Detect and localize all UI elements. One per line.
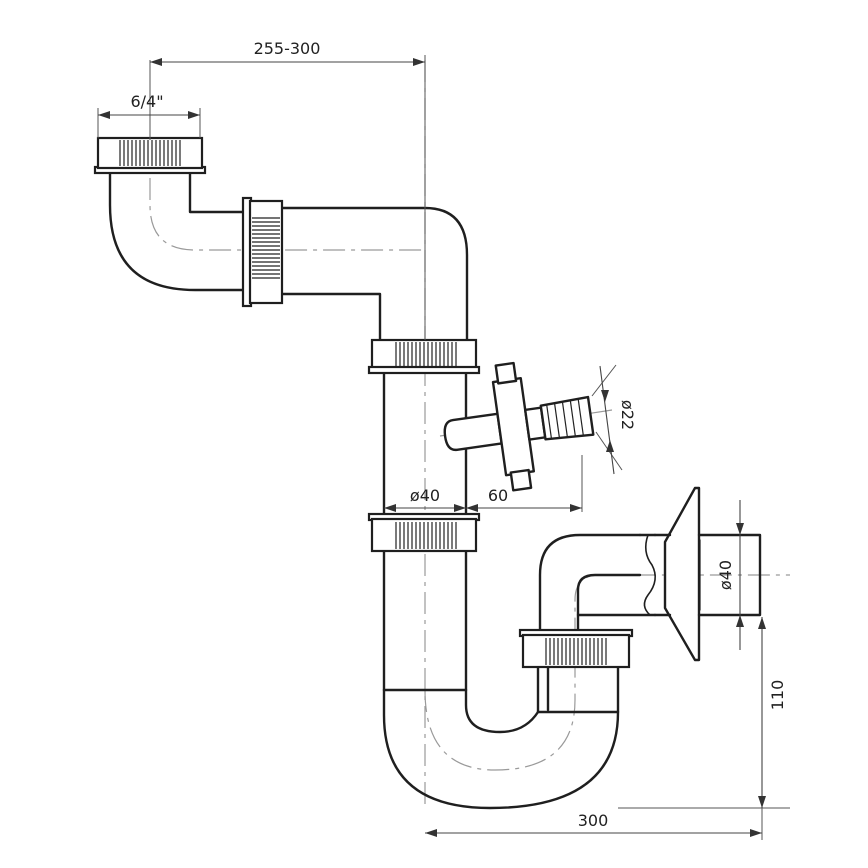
u-bend — [382, 666, 620, 810]
dim-inlet-thread-label: 6/4" — [130, 92, 163, 111]
nut-upper — [367, 338, 481, 375]
wall-flange — [663, 486, 701, 662]
dim-top-width-label: 255-300 — [254, 39, 321, 58]
siphon-body — [108, 170, 762, 810]
hose-connector — [443, 361, 595, 492]
upper-pipe — [281, 206, 469, 342]
dim-pipe-diameter-label: ø40 — [410, 486, 440, 505]
outlet-elbow — [538, 533, 642, 634]
inlet-elbow — [108, 170, 247, 292]
dim-bottom-width — [425, 808, 763, 840]
dim-bottom-width-label: 300 — [578, 811, 609, 830]
dim-outlet-diameter — [736, 500, 744, 650]
dim-hose-diameter-label: ø22 — [618, 400, 637, 430]
dim-outlet-height — [618, 617, 790, 810]
dim-outlet-height-label: 110 — [768, 680, 787, 711]
nut-middle — [367, 512, 481, 553]
outlet-spigot — [697, 533, 762, 617]
dim-top-width — [149, 55, 426, 340]
dim-hose-offset-label: 60 — [488, 486, 508, 505]
nut-outlet — [518, 628, 634, 669]
nut-inlet — [93, 136, 207, 175]
dim-outlet-diameter-label: ø40 — [716, 560, 735, 590]
dim-hose-diameter — [591, 364, 623, 475]
dim-pipe-diameter — [384, 504, 466, 512]
dim-inlet-thread — [97, 108, 201, 138]
dim-hose-offset — [466, 455, 583, 512]
nut-horizontal — [241, 196, 284, 308]
